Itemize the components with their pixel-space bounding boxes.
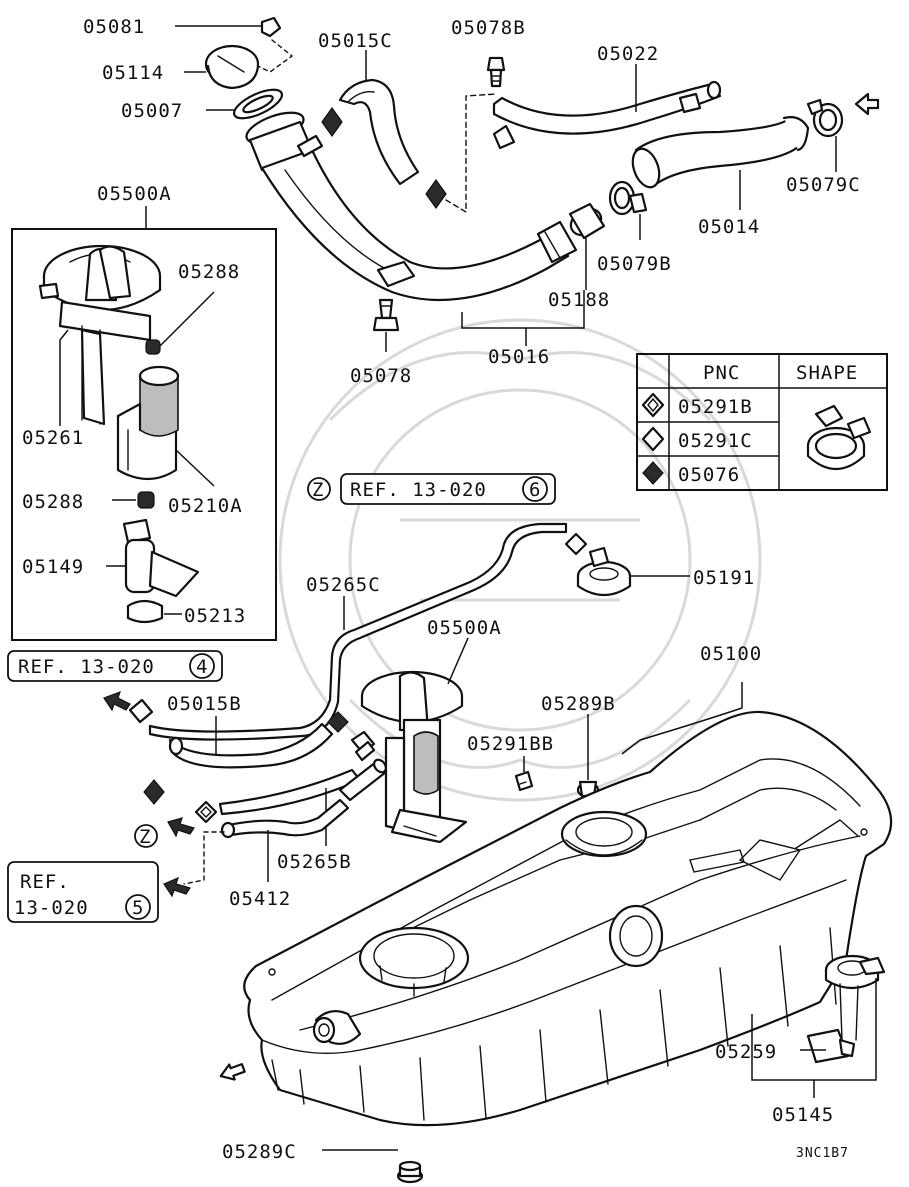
arrow-front-icon — [219, 1063, 246, 1081]
label-05114: 05114 — [102, 62, 164, 84]
arrow-left-icon-a — [103, 690, 131, 712]
label-05259: 05259 — [715, 1041, 777, 1063]
label-05261: 05261 — [22, 427, 84, 449]
label-05412: 05412 — [229, 888, 291, 910]
marker-05076-mid — [327, 711, 349, 733]
ref-box-top — [340, 473, 556, 505]
hose-05265b — [218, 730, 388, 816]
bolt-05078b — [486, 56, 506, 88]
grommet-05289c — [396, 1160, 424, 1184]
z-circle-top — [307, 477, 331, 501]
ref-top-num: 6 — [529, 479, 541, 501]
clamp-05079c — [806, 98, 844, 138]
fuel-sender-05145 — [806, 954, 886, 1064]
label-05288-a: 05288 — [178, 261, 240, 283]
ref-top-text: REF. 13-020 — [350, 479, 487, 501]
hose-05014 — [631, 116, 810, 189]
marker-05291c-left — [128, 698, 154, 724]
label-05079b: 05079B — [597, 253, 672, 275]
label-05289c: 05289C — [222, 1141, 297, 1163]
filler-neck-pipe — [245, 111, 606, 302]
marker-05076-left — [143, 779, 165, 805]
label-05210a: 05210A — [168, 495, 243, 517]
part-labels: 05081 05114 05007 05015C 05078B 05022 05… — [22, 16, 861, 1163]
ref-bottom-num: 5 — [132, 897, 144, 919]
label-05016: 05016 — [488, 346, 550, 368]
ref-box-left — [7, 650, 223, 682]
watermark-emblem — [278, 318, 762, 802]
z-marker-top: Z — [312, 479, 324, 501]
label-05145: 05145 — [772, 1104, 834, 1126]
ref-bottom-line2: 13-020 — [14, 897, 89, 919]
fuel-pump-assembly-05500a — [360, 670, 468, 844]
label-05291bb: 05291BB — [467, 733, 554, 755]
label-05014: 05014 — [698, 216, 760, 238]
label-05081: 05081 — [83, 16, 145, 38]
label-05288-b: 05288 — [22, 491, 84, 513]
hose-05015c — [338, 78, 420, 186]
label-05078b: 05078B — [451, 17, 526, 39]
double-diamond-icon — [641, 392, 665, 418]
label-05265b: 05265B — [277, 851, 352, 873]
clamp-shape-icon — [806, 404, 872, 470]
arrow-left-icon-b — [167, 817, 195, 838]
legend-row-3: 05076 — [678, 464, 740, 486]
label-05100: 05100 — [700, 643, 762, 665]
label-05079c: 05079C — [786, 174, 861, 196]
label-05149: 05149 — [22, 556, 84, 578]
hose-05015b — [168, 722, 334, 769]
ref-left-num: 4 — [196, 656, 208, 678]
ref-bottom-line1: REF. — [20, 871, 70, 893]
marker-05291c-top — [564, 532, 588, 556]
arrow-left-icon-c — [163, 876, 191, 898]
breather-pipe-05022 — [492, 80, 722, 150]
arrow-right-icon — [854, 92, 880, 116]
label-05213: 05213 — [184, 605, 246, 627]
label-05015c: 05015C — [318, 30, 393, 52]
legend-header-shape: SHAPE — [796, 362, 858, 384]
bracket-05016 — [461, 290, 585, 329]
cap-05191 — [576, 546, 632, 597]
label-05078: 05078 — [350, 365, 412, 387]
legend-row-1: 05291B — [678, 396, 753, 418]
clamp-05079b — [608, 180, 648, 216]
label-05007: 05007 — [121, 100, 183, 122]
z-marker-left: Z — [139, 826, 151, 848]
ref-box-bottom — [7, 861, 159, 923]
ref-left-text: REF. 13-020 — [18, 656, 155, 678]
label-05188: 05188 — [548, 289, 610, 311]
label-05191: 05191 — [693, 567, 755, 589]
label-05265c: 05265C — [306, 574, 381, 596]
z-circle-left — [134, 824, 158, 848]
marker-05076-b — [425, 178, 447, 210]
fuel-filler-cap-group — [175, 16, 294, 120]
bolt-05078 — [372, 298, 400, 332]
legend-row-2: 05291C — [678, 430, 753, 452]
label-05500a-top: 05500A — [97, 183, 172, 205]
label-05500a: 05500A — [427, 617, 502, 639]
legend-header-pnc: PNC — [703, 362, 740, 384]
open-diamond-icon — [641, 426, 665, 452]
solid-diamond-icon — [642, 461, 664, 485]
marker-05076-a — [321, 106, 343, 138]
legend-table: PNC SHAPE 05291B 05291C 05076 — [636, 353, 888, 491]
label-05022: 05022 — [597, 43, 659, 65]
fuel-tank-05100 — [243, 710, 893, 1127]
fuel-pump-inset — [11, 206, 277, 641]
label-05289b: 05289B — [541, 693, 616, 715]
hose-05412 — [220, 798, 350, 839]
clip-05291bb — [514, 770, 534, 792]
label-05015b: 05015B — [167, 693, 242, 715]
marker-05291b-left — [194, 800, 218, 824]
diagram-code: 3NC1B7 — [796, 1146, 849, 1161]
